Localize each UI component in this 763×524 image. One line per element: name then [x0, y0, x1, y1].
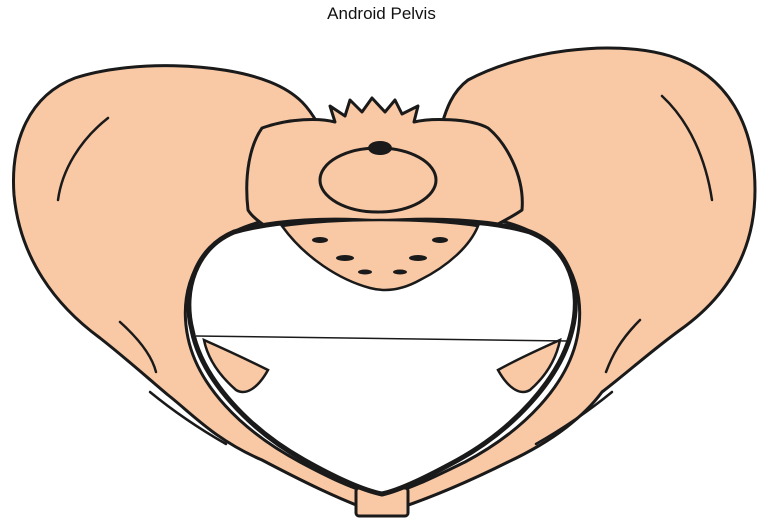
sacral-foramen — [336, 255, 354, 261]
right-ischial-spine — [496, 337, 562, 394]
left-wing-contour — [56, 116, 110, 202]
sacral-foramen — [312, 237, 328, 243]
sacral-foramen — [409, 255, 427, 261]
transverse-diameter-line — [195, 335, 569, 342]
sacral-foramen — [393, 269, 407, 275]
sacral-promontory — [279, 218, 480, 292]
right-wing-contour — [534, 390, 614, 446]
right-wing-contour — [660, 94, 714, 202]
sacral-foramen — [432, 237, 448, 243]
sacral-foramen — [358, 269, 372, 275]
vertebral-body — [318, 146, 438, 214]
right-wing-contour — [604, 318, 642, 374]
left-wing-contour — [118, 320, 158, 374]
pelvic-inlet — [186, 217, 578, 497]
left-wing-contour — [148, 390, 228, 446]
spinal-canal — [368, 141, 392, 155]
diagram-title: Android Pelvis — [327, 4, 436, 23]
left-ischial-spine — [202, 337, 270, 394]
